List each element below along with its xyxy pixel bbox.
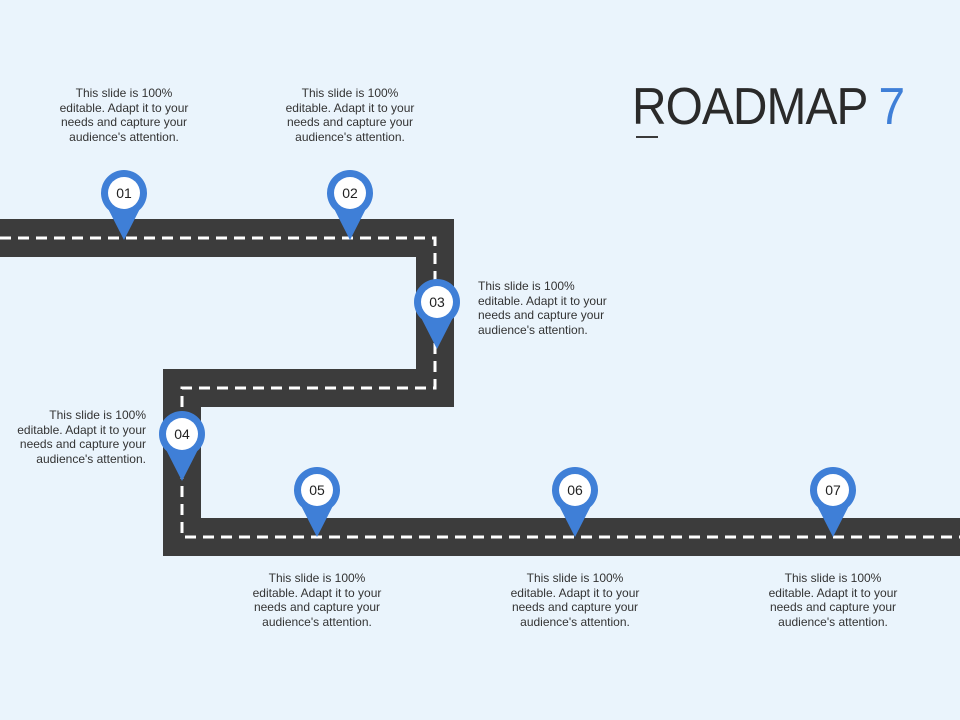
milestone-number: 05	[309, 482, 325, 498]
title-underline	[636, 136, 658, 138]
pin-inner-circle	[421, 286, 453, 318]
pin-inner-circle	[301, 474, 333, 506]
milestone-2-description: This slide is 100% editable. Adapt it to…	[285, 86, 415, 144]
milestone-number: 01	[116, 185, 132, 201]
milestone-7-description: This slide is 100% editable. Adapt it to…	[768, 571, 898, 629]
milestone-pin-2: 02	[327, 170, 374, 240]
milestone-number: 07	[825, 482, 841, 498]
title-text: ROADMAP	[632, 78, 868, 136]
pin-inner-circle	[334, 177, 366, 209]
milestone-6-description: This slide is 100% editable. Adapt it to…	[510, 571, 640, 629]
pin-inner-circle	[108, 177, 140, 209]
milestone-4-description: This slide is 100% editable. Adapt it to…	[17, 408, 146, 466]
milestone-pin-4: 04	[159, 410, 206, 481]
milestone-pin-3: 03	[413, 279, 461, 349]
milestone-number: 04	[174, 426, 190, 442]
pin-inner-circle	[817, 474, 849, 506]
pin-inner-circle	[559, 474, 591, 506]
milestone-5-description: This slide is 100% editable. Adapt it to…	[252, 571, 382, 629]
milestone-pins: 01 02 03 04 05 06 07	[101, 170, 856, 537]
road-center-line	[0, 236, 960, 539]
milestone-number: 06	[567, 482, 583, 498]
milestone-pin-5: 05	[294, 467, 341, 537]
milestone-3-description: This slide is 100% editable. Adapt it to…	[478, 279, 607, 337]
milestone-number: 02	[342, 185, 358, 201]
milestone-1-description: This slide is 100% editable. Adapt it to…	[59, 86, 189, 144]
milestone-pin-7: 07	[810, 467, 856, 537]
title-number: 7	[878, 78, 905, 136]
milestone-pin-1: 01	[101, 170, 147, 240]
milestone-number: 03	[429, 294, 445, 310]
pin-inner-circle	[166, 418, 198, 450]
milestone-pin-6: 06	[552, 467, 599, 537]
